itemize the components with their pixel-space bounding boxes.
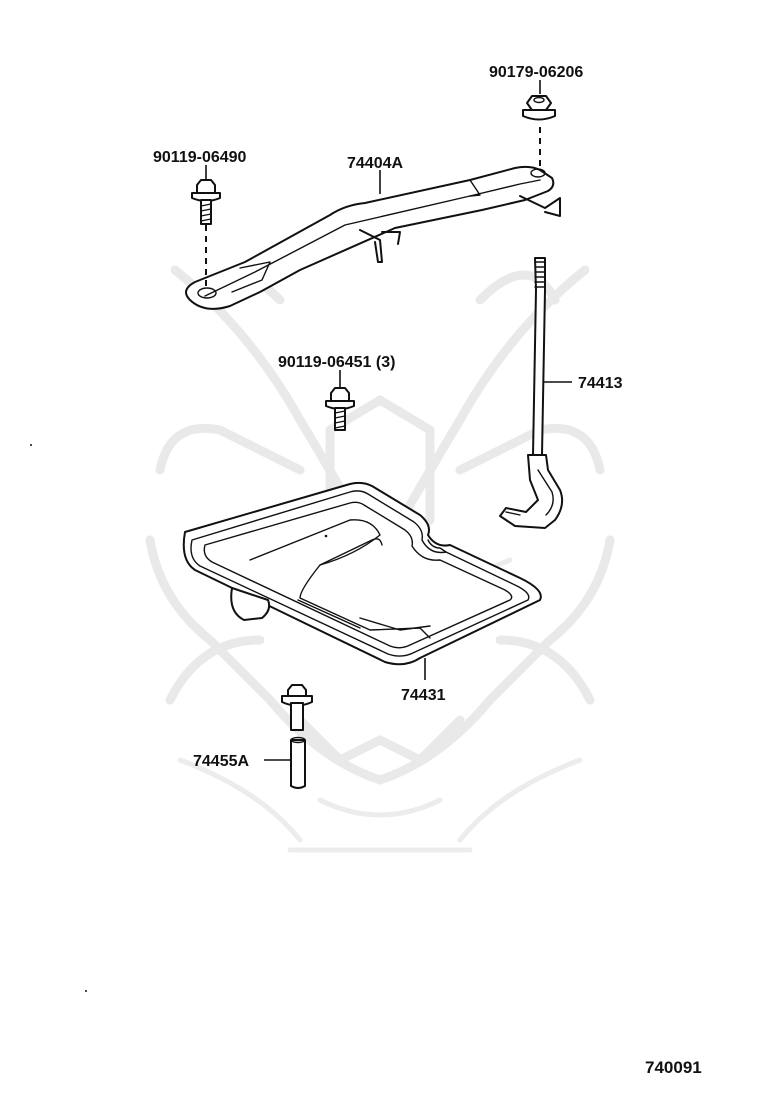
scan-dot — [85, 990, 87, 992]
bolt-with-sleeve — [281, 684, 313, 789]
bolt-middle — [325, 387, 355, 431]
label-bolt-90119-06451: 90119-06451 (3) — [278, 354, 395, 371]
figure-number: 740091 — [645, 1058, 702, 1077]
leader-lines — [205, 80, 572, 761]
label-bolt-74455A: 74455A — [193, 753, 249, 770]
label-rod-74413: 74413 — [578, 375, 623, 392]
label-bolt-90119-06490: 90119-06490 — [153, 149, 247, 166]
scan-dot — [30, 444, 32, 446]
bolt-upper-left — [191, 179, 221, 225]
battery-clamp-74404A — [185, 165, 561, 310]
label-clamp-74404A: 74404A — [347, 155, 403, 172]
label-nut-90179-06206: 90179-06206 — [489, 64, 583, 81]
battery-tray — [182, 481, 542, 666]
watermark — [145, 265, 615, 853]
flange-nut — [522, 95, 556, 121]
hold-down-rod — [499, 257, 564, 529]
label-tray-74431: 74431 — [401, 687, 446, 704]
